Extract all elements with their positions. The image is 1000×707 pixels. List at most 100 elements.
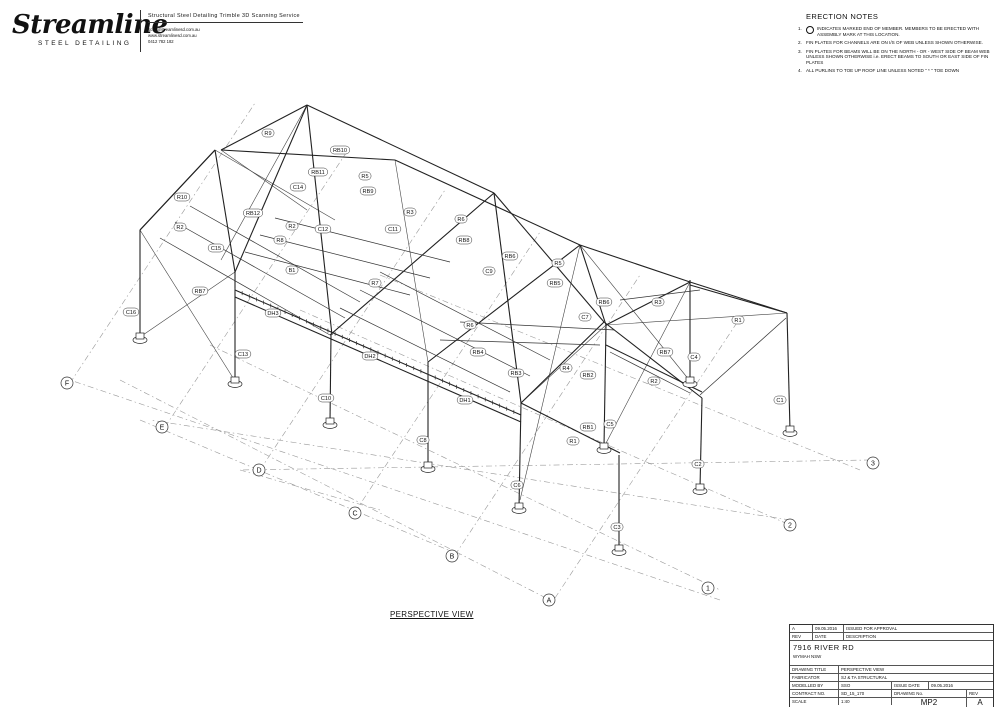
- gridline: [69, 102, 256, 384]
- scale-label: SCALE: [790, 698, 839, 705]
- member-label: R3: [654, 300, 661, 306]
- member-label: B1: [289, 268, 296, 274]
- member-tag: [173, 192, 191, 202]
- member-label: R5: [554, 261, 561, 267]
- gridline: [239, 469, 381, 511]
- erection-notes: ERECTION NOTES 1. INDICATES MARKED END O…: [798, 12, 994, 77]
- member-tag: [455, 235, 473, 245]
- note-item: 4. ALL PURLINS TO TOE UP ROOF LINE UNLES…: [798, 68, 994, 74]
- member-tag: [454, 214, 468, 224]
- company-logo-subtitle: STEEL DETAILING: [38, 40, 132, 47]
- revision-description: ISSUED FOR APPROVAL: [846, 626, 898, 631]
- gridline: [379, 274, 861, 471]
- modelled-by-value: SSO: [839, 682, 892, 689]
- member-tag: [731, 315, 745, 325]
- member-tag: [656, 347, 674, 357]
- member-label: C13: [238, 352, 248, 358]
- member-tag: [285, 221, 299, 231]
- gridline: [299, 309, 791, 526]
- bracing-rod: [579, 244, 691, 382]
- member-label: R2: [650, 379, 657, 385]
- member-label: RB10: [333, 148, 347, 154]
- member-tag: [482, 266, 496, 276]
- member-label: DH2: [364, 354, 375, 360]
- beam: [493, 192, 605, 323]
- grid-bubble-b-label: B: [450, 554, 455, 561]
- member-tag: [243, 208, 263, 218]
- purlin: [619, 289, 701, 301]
- purlin: [459, 321, 616, 331]
- rafter: [214, 149, 236, 273]
- beam: [220, 149, 396, 161]
- issue-date-value: 09.05.2016: [931, 683, 953, 688]
- beam: [579, 244, 691, 283]
- member-label: C12: [318, 227, 328, 233]
- grid-bubble-2-circle: [783, 518, 797, 532]
- bracing-rod: [139, 229, 236, 382]
- member-label: R5: [361, 174, 368, 180]
- bracing-rod: [220, 149, 308, 211]
- member-tag: [314, 224, 332, 234]
- base-plate: [614, 544, 624, 552]
- member-tag: [551, 258, 565, 268]
- purlin: [274, 217, 451, 263]
- member-label: RB7: [660, 350, 671, 356]
- revision-header-date: DATE: [813, 633, 844, 640]
- modelled-row: MODELLED BY SSO ISSUE DATE 09.05.2016: [790, 682, 993, 690]
- contract-value: SD_15_170: [839, 690, 892, 697]
- grid-bubble-1-label: 1: [706, 586, 710, 593]
- member-label: C15: [211, 246, 221, 252]
- note-number: 4.: [798, 68, 802, 73]
- gridline: [554, 317, 741, 599]
- member-label: C7: [581, 315, 588, 321]
- member-tag: [261, 128, 275, 138]
- member-label: C8: [419, 438, 426, 444]
- note-item: 2. FIN PLATES FOR CHANNELS ARE ON I/S OF…: [798, 40, 994, 46]
- gridline: [139, 419, 461, 556]
- project-box: 7916 RIVER RD WYMAH NSW: [790, 641, 993, 666]
- member-label: RB6: [599, 300, 610, 306]
- member-label: R1: [569, 439, 576, 445]
- grid-bubble-1-circle: [701, 581, 715, 595]
- member-label: DH3: [267, 311, 278, 317]
- beam: [394, 159, 581, 246]
- company-logo: Streamline: [12, 10, 168, 40]
- contract-label: CONTRACT NO.: [790, 690, 839, 697]
- member-label: R10: [177, 195, 187, 201]
- rafter: [234, 104, 308, 273]
- member-label: R7: [371, 281, 378, 287]
- member-label: C2: [694, 462, 701, 468]
- revision-row: A 09.05.2016 ISSUED FOR APPROVAL: [790, 625, 993, 633]
- grid-bubble-f-circle: [60, 376, 74, 390]
- rafter: [493, 192, 522, 404]
- fabricator-row: FABRICATOR SJ & TA STRUCTURAL: [790, 674, 993, 682]
- grid-bubble-c-circle: [348, 506, 362, 520]
- project-title: 7916 RIVER RD: [793, 643, 855, 652]
- purlin: [379, 271, 551, 361]
- note-number: 1.: [798, 26, 802, 31]
- member-tag: [546, 278, 564, 288]
- contract-row: CONTRACT NO. SD_15_170 DRAWING No. REV: [790, 690, 993, 698]
- company-header: Streamline STEEL DETAILING Structural St…: [10, 8, 303, 52]
- member-tag: [687, 352, 701, 362]
- column: [603, 324, 607, 448]
- member-label: C3: [613, 525, 620, 531]
- company-phone: 0412 782 182: [148, 39, 174, 44]
- member-label: RB11: [311, 170, 325, 176]
- revision-value: A: [977, 698, 983, 707]
- grid-bubble-f-label: F: [65, 381, 69, 388]
- rev-label: REV: [969, 691, 979, 696]
- member-tag: [647, 376, 661, 386]
- member-tag: [469, 347, 487, 357]
- member-tag: [566, 436, 580, 446]
- member-tag: [207, 243, 225, 253]
- member-label: RB2: [583, 373, 594, 379]
- column: [518, 402, 522, 508]
- rafter: [605, 281, 691, 326]
- member-tag: [264, 308, 282, 318]
- member-label: RB7: [195, 289, 206, 295]
- member-tag: [308, 167, 328, 177]
- grid-bubble-2-label: 2: [788, 523, 792, 530]
